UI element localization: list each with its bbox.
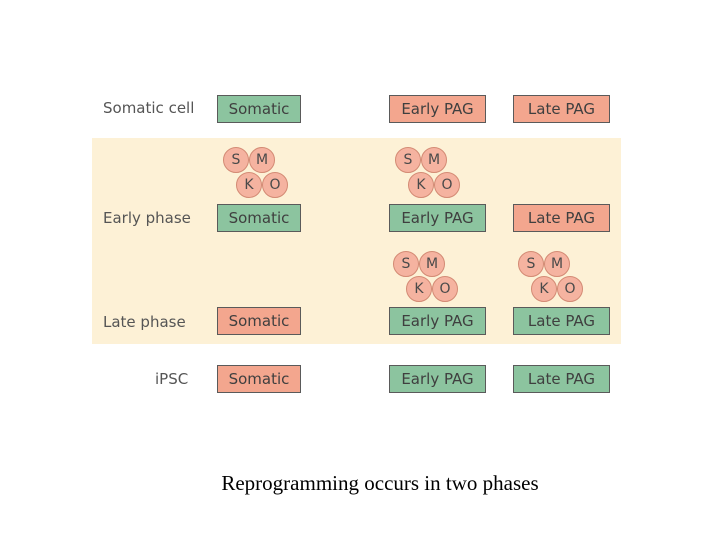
factor-m: M: [544, 251, 570, 277]
factor-o: O: [432, 276, 458, 302]
figure-caption: Reprogramming occurs in two phases: [221, 471, 539, 495]
factor-cluster-late-late-pag: S M K O: [516, 251, 586, 307]
factor-s: S: [518, 251, 544, 277]
box-early-phase-early-pag: Early PAG: [389, 204, 486, 232]
box-late-phase-somatic: Somatic: [217, 307, 301, 335]
factor-cluster-early-pag: S M K O: [393, 147, 463, 203]
factor-m: M: [249, 147, 275, 173]
factor-cluster-early-somatic: S M K O: [221, 147, 291, 203]
factor-m: M: [421, 147, 447, 173]
factor-k: K: [408, 172, 434, 198]
box-early-phase-late-pag: Late PAG: [513, 204, 610, 232]
factor-o: O: [434, 172, 460, 198]
row-label-ipsc: iPSC: [155, 370, 189, 388]
row-label-somatic-cell: Somatic cell: [103, 99, 195, 117]
factor-s: S: [393, 251, 419, 277]
factor-s: S: [223, 147, 249, 173]
box-ipsc-early-pag: Early PAG: [389, 365, 486, 393]
factor-cluster-late-early-pag: S M K O: [391, 251, 461, 307]
factor-s: S: [395, 147, 421, 173]
factor-k: K: [406, 276, 432, 302]
row-label-early-phase: Early phase: [103, 209, 191, 227]
box-somatic-cell-early-pag: Early PAG: [389, 95, 486, 123]
factor-o: O: [262, 172, 288, 198]
factor-m: M: [419, 251, 445, 277]
row-label-late-phase: Late phase: [103, 313, 186, 331]
factor-o: O: [557, 276, 583, 302]
box-late-phase-early-pag: Early PAG: [389, 307, 486, 335]
box-ipsc-somatic: Somatic: [217, 365, 301, 393]
box-early-phase-somatic: Somatic: [217, 204, 301, 232]
box-somatic-cell-late-pag: Late PAG: [513, 95, 610, 123]
box-somatic-cell-somatic: Somatic: [217, 95, 301, 123]
factor-k: K: [236, 172, 262, 198]
factor-k: K: [531, 276, 557, 302]
box-late-phase-late-pag: Late PAG: [513, 307, 610, 335]
box-ipsc-late-pag: Late PAG: [513, 365, 610, 393]
